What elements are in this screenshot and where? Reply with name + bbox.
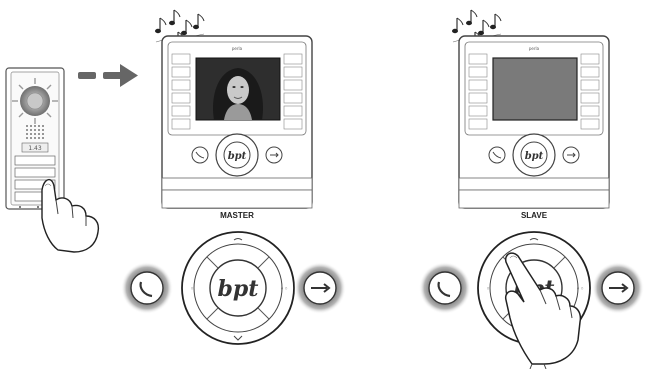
- door-open-button-glow[interactable]: [294, 262, 346, 314]
- handset-button[interactable]: [489, 147, 505, 163]
- master-zoomed-controls: ◦ ◦◦ bpt: [121, 232, 346, 344]
- right-arrow-icon: ◦◦: [576, 285, 584, 293]
- handset-button[interactable]: [192, 147, 208, 163]
- slave-monitor: perla bpt SLAVE: [452, 10, 609, 220]
- outdoor-panel: 1.43: [6, 68, 64, 209]
- screen-title: perla: [232, 46, 243, 51]
- slave-label: SLAVE: [521, 211, 548, 220]
- pointing-hand-icon: [42, 180, 98, 252]
- video-screen: [196, 58, 280, 120]
- handset-button-glow[interactable]: [419, 262, 471, 314]
- video-screen-off: [493, 58, 577, 120]
- master-label: MASTER: [220, 211, 254, 220]
- signal-arrow-icon: [78, 64, 138, 87]
- brand-logo: bpt: [228, 151, 247, 162]
- slave-zoomed-controls: ◦ ◦◦ bpt: [419, 232, 644, 369]
- panel-display: 1.43: [28, 145, 42, 152]
- handset-button-glow[interactable]: [121, 262, 173, 314]
- screen-title: perla: [529, 46, 540, 51]
- door-open-button-glow[interactable]: [592, 262, 644, 314]
- master-monitor: perla bpt: [155, 10, 312, 220]
- brand-logo: bpt: [525, 151, 544, 162]
- brand-logo: bpt: [218, 276, 259, 302]
- right-arrow-icon: ◦◦: [280, 285, 288, 293]
- left-arrow-icon: ◦: [190, 285, 194, 293]
- navigation-ring[interactable]: ◦ ◦◦ bpt: [182, 232, 294, 344]
- left-arrow-icon: ◦: [486, 285, 490, 293]
